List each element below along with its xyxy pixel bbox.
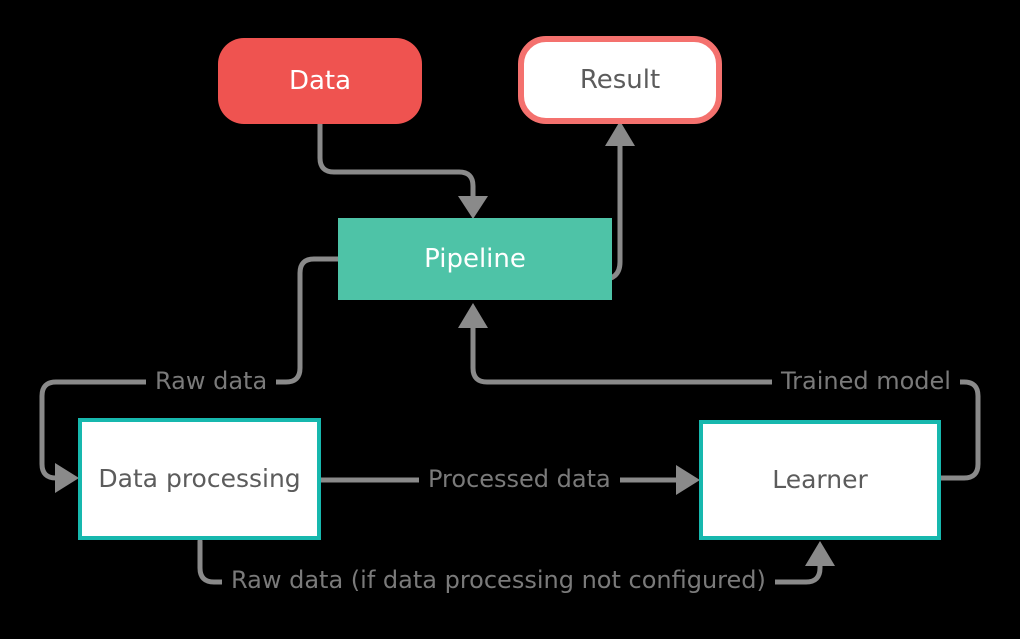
node-learner-label: Learner <box>772 465 868 495</box>
node-learner[interactable]: Learner <box>699 420 941 540</box>
arrowhead-pipeline-to-result <box>605 121 635 146</box>
edge-label-raw-data: Raw data <box>146 367 277 396</box>
arrowhead-processed-data <box>676 465 700 495</box>
node-result[interactable]: Result <box>518 36 722 124</box>
arrowhead-raw-data-fallback <box>805 541 835 566</box>
arrowhead-trained-model <box>458 303 488 328</box>
edge-learner-to-pipeline <box>470 319 981 481</box>
edge-label-raw-data-fallback: Raw data (if data processing not configu… <box>222 566 775 595</box>
node-result-label: Result <box>579 64 661 95</box>
node-pipeline-label: Pipeline <box>424 243 526 274</box>
node-pipeline[interactable]: Pipeline <box>338 218 612 300</box>
arrowhead-raw-data <box>55 463 79 493</box>
edge-label-processed-data: Processed data <box>419 465 620 494</box>
edge-data-to-pipeline <box>317 121 476 205</box>
edge-label-trained-model: Trained model <box>772 367 960 396</box>
node-data-processing-label: Data processing <box>98 464 301 494</box>
node-data-processing[interactable]: Data processing <box>78 418 321 540</box>
node-data[interactable]: Data <box>218 38 422 124</box>
node-data-label: Data <box>288 65 352 96</box>
arrowhead-data-to-pipeline <box>458 196 488 219</box>
